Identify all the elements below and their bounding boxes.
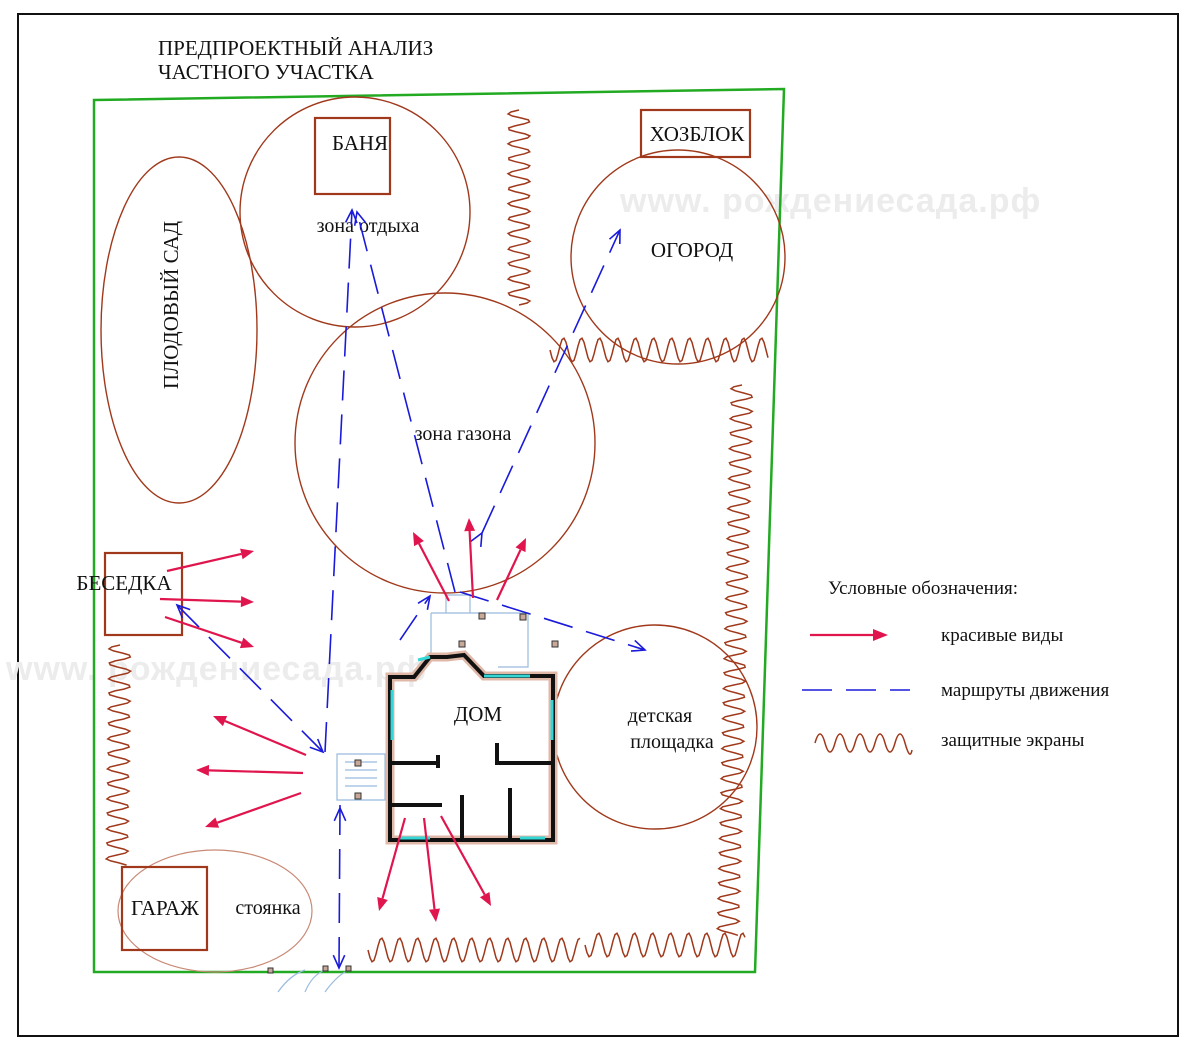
vegetable-garden-label: ОГОРОД: [651, 238, 733, 262]
legend-heading: Условные обозначения:: [828, 578, 1018, 599]
vegetable-garden-circle: [570, 149, 786, 365]
utility-block-building: [639, 108, 752, 159]
gate-post: [345, 965, 352, 972]
house-windows: [390, 655, 554, 840]
view-arrow-line: [164, 615, 243, 644]
view-arrowhead: [413, 532, 424, 547]
protective-screen-wave: [104, 644, 133, 866]
view-arrow-line: [159, 597, 242, 603]
banya-label: БАНЯ: [332, 131, 388, 155]
parking-zone: [117, 849, 313, 973]
rest-zone-label: зона отдыха: [317, 215, 420, 237]
route-arrowhead: [353, 210, 367, 226]
view-arrow-line: [440, 815, 486, 896]
view-arrowhead: [196, 764, 210, 776]
orchard-label: ПЛОДОВЫЙ САД: [159, 221, 183, 389]
view-arrowhead: [240, 596, 254, 608]
legend: Условные обозначения: красивые виды марш…: [802, 578, 1109, 755]
route-arrowhead: [630, 639, 647, 652]
playground-label-line-2: площадка: [630, 731, 714, 753]
plot-boundary: [92, 87, 786, 974]
view-arrow-line: [381, 817, 407, 899]
view-arrow-line: [166, 552, 242, 573]
view-arrow-line: [496, 549, 522, 601]
protective-screen-wave: [549, 337, 769, 363]
orchard-zone: [100, 156, 258, 504]
view-arrowhead: [239, 637, 254, 649]
protective-screen-wave: [367, 937, 581, 963]
front-terrace: [430, 594, 529, 668]
parking-label: стоянка: [235, 897, 300, 919]
playground-label-line-1: детская: [628, 705, 692, 727]
title-line-1: ПРЕДПРОЕКТНЫЙ АНАЛИЗ: [158, 36, 433, 60]
title-line-2: ЧАСТНОГО УЧАСТКА: [158, 60, 374, 84]
view-arrowhead: [240, 548, 254, 560]
drawing-frame: [17, 13, 1179, 1037]
protective-screens: [104, 109, 769, 963]
house-outer-wall: [388, 652, 555, 842]
route-arrowhead: [470, 531, 483, 547]
route-arrowhead: [417, 594, 432, 610]
view-arrowhead: [479, 892, 491, 906]
gazebo-building: [103, 551, 184, 637]
legend-views-label: красивые виды: [941, 625, 1063, 646]
view-arrowhead: [205, 817, 220, 828]
gate-post: [322, 965, 329, 972]
terrace-post: [354, 792, 362, 800]
gate-post: [267, 967, 274, 974]
watermark-top: www. рождениесада.рф: [619, 182, 1041, 220]
protective-screen-wave: [715, 384, 754, 937]
view-arrow-line: [418, 542, 450, 602]
route-arrowhead: [309, 738, 325, 754]
terrace-post: [519, 613, 527, 621]
movement-routes: [175, 208, 647, 970]
protective-screen-wave: [506, 109, 532, 306]
view-arrow-line: [422, 817, 436, 910]
house-plan: ДОМ: [336, 594, 559, 845]
playground-circle: [552, 624, 758, 830]
route-arrowhead: [333, 806, 347, 822]
view-arrow-line: [216, 791, 302, 824]
route-arrowhead: [608, 228, 621, 245]
legend-routes-label: маршруты движения: [941, 680, 1109, 701]
house-label: ДОМ: [454, 702, 502, 726]
garage-building: [120, 865, 209, 952]
entrance-gate: [267, 965, 352, 993]
view-arrow-line: [468, 530, 475, 599]
view-arrow-line: [224, 719, 307, 757]
view-arrowhead: [464, 518, 476, 532]
protective-screen-wave: [584, 932, 746, 958]
terrace-post: [478, 612, 486, 620]
beautiful-views: [159, 518, 526, 922]
banya-building: [313, 116, 392, 196]
legend-screen-wave: [814, 733, 913, 755]
legend-view-arrowhead: [873, 629, 888, 641]
view-arrow-line: [208, 769, 304, 775]
view-arrowhead: [377, 897, 388, 911]
rest-zone-circle: [239, 96, 471, 328]
terrace-post: [551, 640, 559, 648]
house-interior-wall: [388, 743, 555, 842]
view-arrowhead: [429, 908, 440, 922]
gazebo-label: БЕСЕДКА: [76, 571, 172, 595]
lawn-zone-label: зона газона: [415, 423, 512, 445]
garage-label: ГАРАЖ: [131, 896, 199, 920]
view-arrowhead: [515, 538, 526, 553]
legend-screens-label: защитные экраны: [941, 730, 1085, 751]
route-arrowhead: [332, 954, 346, 970]
terrace-post: [458, 640, 466, 648]
utility-block-label: ХОЗБЛОК: [650, 122, 746, 146]
route-arrowhead: [175, 603, 191, 619]
watermark-middle: www. рождениесада.рф: [5, 650, 427, 688]
view-arrowhead: [213, 716, 228, 727]
terrace-post: [354, 759, 362, 767]
